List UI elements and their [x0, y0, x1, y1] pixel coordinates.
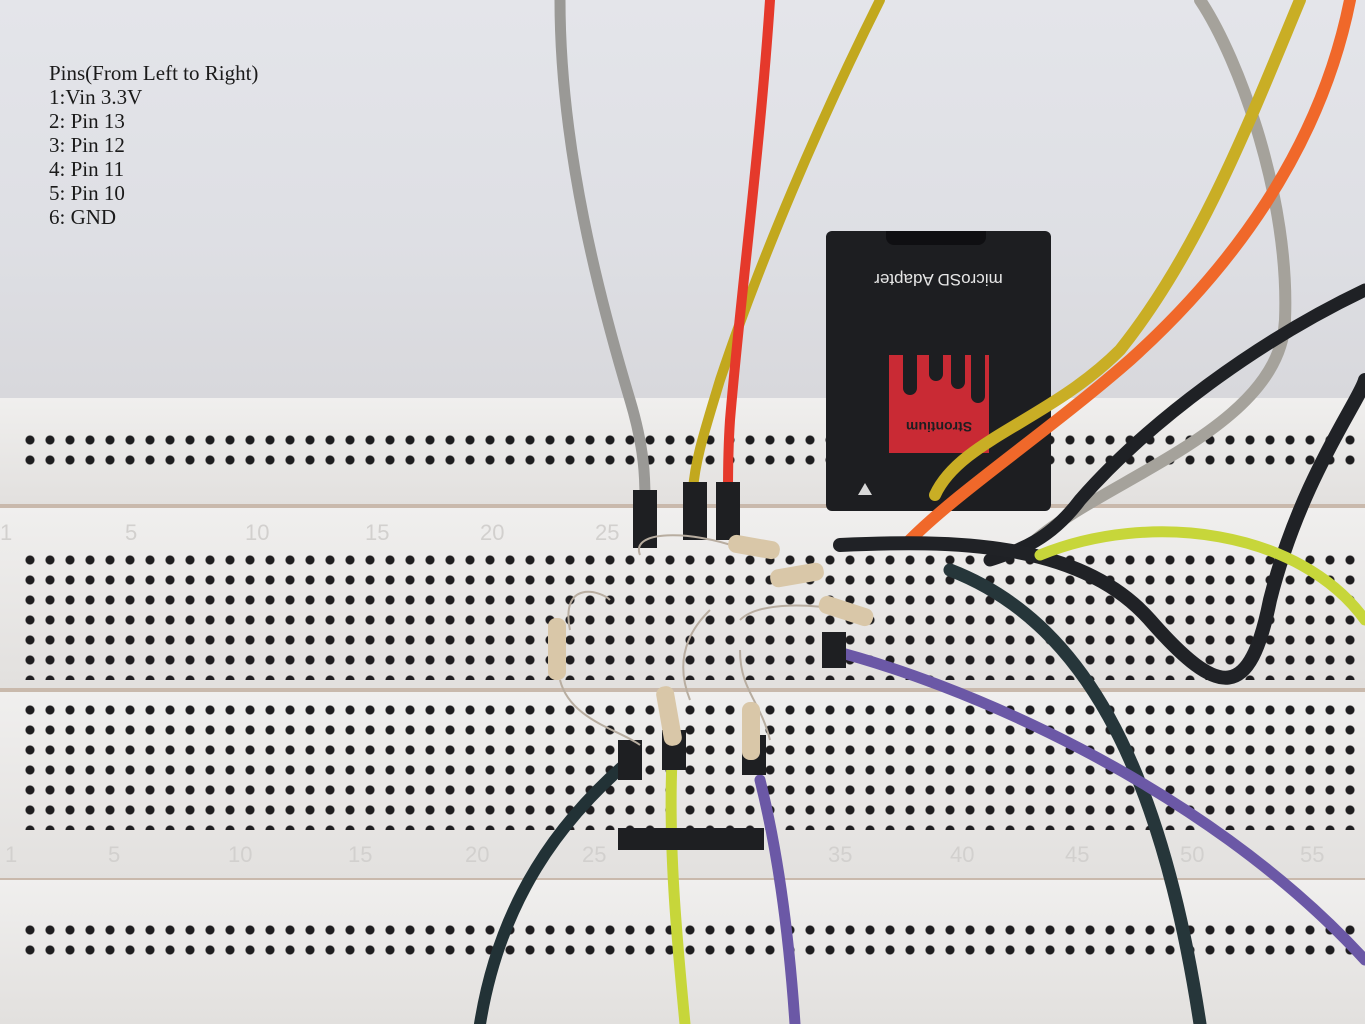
- wire-orange-right: [904, 0, 1356, 546]
- legend-item: 4: Pin 11: [49, 157, 125, 181]
- microsd-adapter: microSD Adapter Strontium: [826, 231, 1051, 511]
- wire-black-bottom: [474, 754, 636, 1024]
- resistor-leads: [559, 534, 841, 746]
- legend-item: 2: Pin 13: [49, 109, 125, 133]
- legend-item: 1:Vin 3.3V: [49, 85, 143, 109]
- center-channel: [0, 688, 1365, 692]
- rail-holes: [20, 920, 1365, 960]
- wire-purple-right: [824, 644, 1365, 966]
- wire-black-loop: [833, 373, 1365, 685]
- wire-red: [723, 0, 775, 495]
- wire-black-right: [983, 283, 1365, 567]
- wire-yellow: [688, 0, 885, 495]
- wire-gray-right: [1024, 0, 1292, 551]
- legend-item: 3: Pin 12: [49, 133, 125, 157]
- wire-yellow-right: [929, 0, 1306, 501]
- wire-purple-bottom: [754, 774, 801, 1024]
- sd-notch: [886, 231, 986, 245]
- legend-item: 6: GND: [49, 205, 117, 229]
- column-numbers-bottom: 1 5 10 15 20 25 35 40 45 50 55: [5, 842, 1325, 867]
- legend-title: Pins(From Left to Right): [49, 61, 259, 85]
- rail-groove: [0, 504, 1365, 508]
- insert-arrow-icon: [858, 483, 872, 495]
- terminal-holes: [20, 700, 1365, 830]
- wire-lime-bottom: [665, 754, 691, 1024]
- wire-lime-right: [1034, 526, 1365, 626]
- legend-item: 5: Pin 10: [49, 181, 125, 205]
- wire-dark-teal: [943, 563, 1207, 1024]
- column-numbers-top: 1 5 10 15 20 25: [0, 520, 620, 545]
- wire-gray: [554, 0, 651, 506]
- resistors: [548, 534, 874, 760]
- power-rail-top: [0, 398, 1365, 506]
- brand-logo: Strontium: [889, 355, 989, 453]
